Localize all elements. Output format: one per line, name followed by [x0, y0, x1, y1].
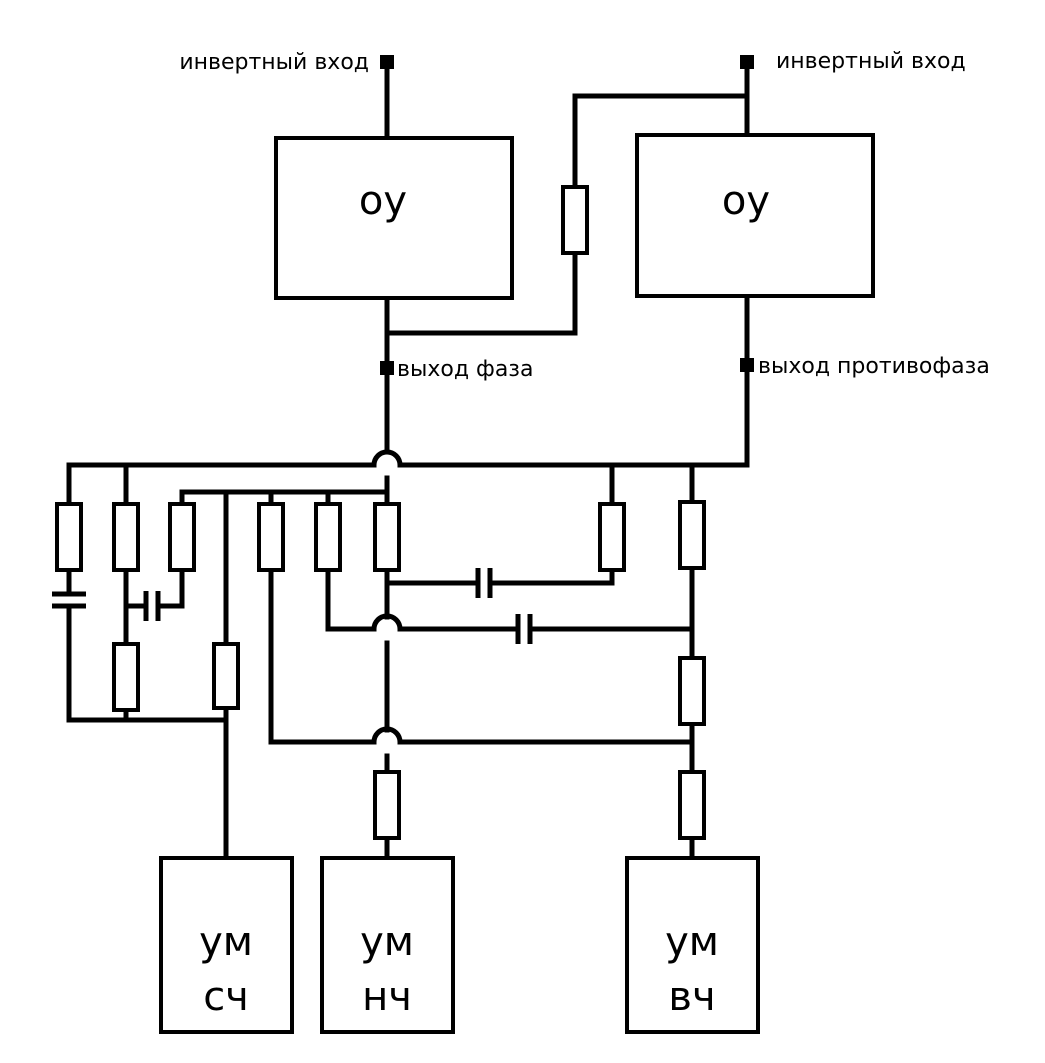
- output-antiphase-pin: [740, 358, 754, 372]
- amplifier-low: ум нч: [320, 856, 455, 1034]
- resistor: [112, 502, 140, 572]
- amplifier-mid: ум сч: [159, 856, 294, 1034]
- resistor: [678, 656, 706, 726]
- right-input-pin: [740, 55, 754, 69]
- amplifier-high: ум вч: [625, 856, 760, 1034]
- left-input-pin: [380, 55, 394, 69]
- output-phase-label: выход фаза: [397, 357, 534, 382]
- capacitor: [52, 591, 86, 609]
- capacitor: [515, 614, 533, 644]
- amplifier-mid-line1: ум: [199, 919, 253, 965]
- feedback-resistor: [561, 185, 589, 255]
- output-antiphase-label: выход противофаза: [758, 354, 990, 379]
- resistor: [212, 642, 240, 710]
- resistor: [257, 502, 285, 572]
- resistor: [373, 770, 401, 840]
- capacitor: [143, 591, 161, 621]
- resistor: [598, 502, 626, 572]
- resistor: [678, 770, 706, 840]
- left-input-label: инвертный вход: [179, 50, 369, 75]
- capacitors: [52, 568, 533, 644]
- amplifier-low-line1: ум: [360, 919, 414, 965]
- pins: [380, 55, 754, 375]
- resistor: [373, 502, 401, 572]
- opamp-right: оу: [635, 133, 875, 298]
- amplifier-mid-line2: сч: [203, 974, 249, 1020]
- amplifier-high-line2: вч: [668, 974, 715, 1020]
- opamp-left: оу: [274, 136, 514, 300]
- opamp-right-label: оу: [722, 178, 770, 224]
- opamp-left-label: оу: [359, 178, 407, 224]
- output-phase-pin: [380, 361, 394, 375]
- wiring: [66, 59, 750, 861]
- right-input-label: инвертный вход: [776, 49, 966, 74]
- capacitor: [475, 568, 493, 598]
- resistor: [112, 642, 140, 712]
- resistor: [55, 502, 83, 572]
- resistor: [678, 500, 706, 570]
- amplifier-low-line2: нч: [362, 974, 412, 1020]
- amplifier-high-line1: ум: [665, 919, 719, 965]
- resistors: [55, 185, 706, 840]
- resistor: [314, 502, 342, 572]
- resistor: [168, 502, 196, 572]
